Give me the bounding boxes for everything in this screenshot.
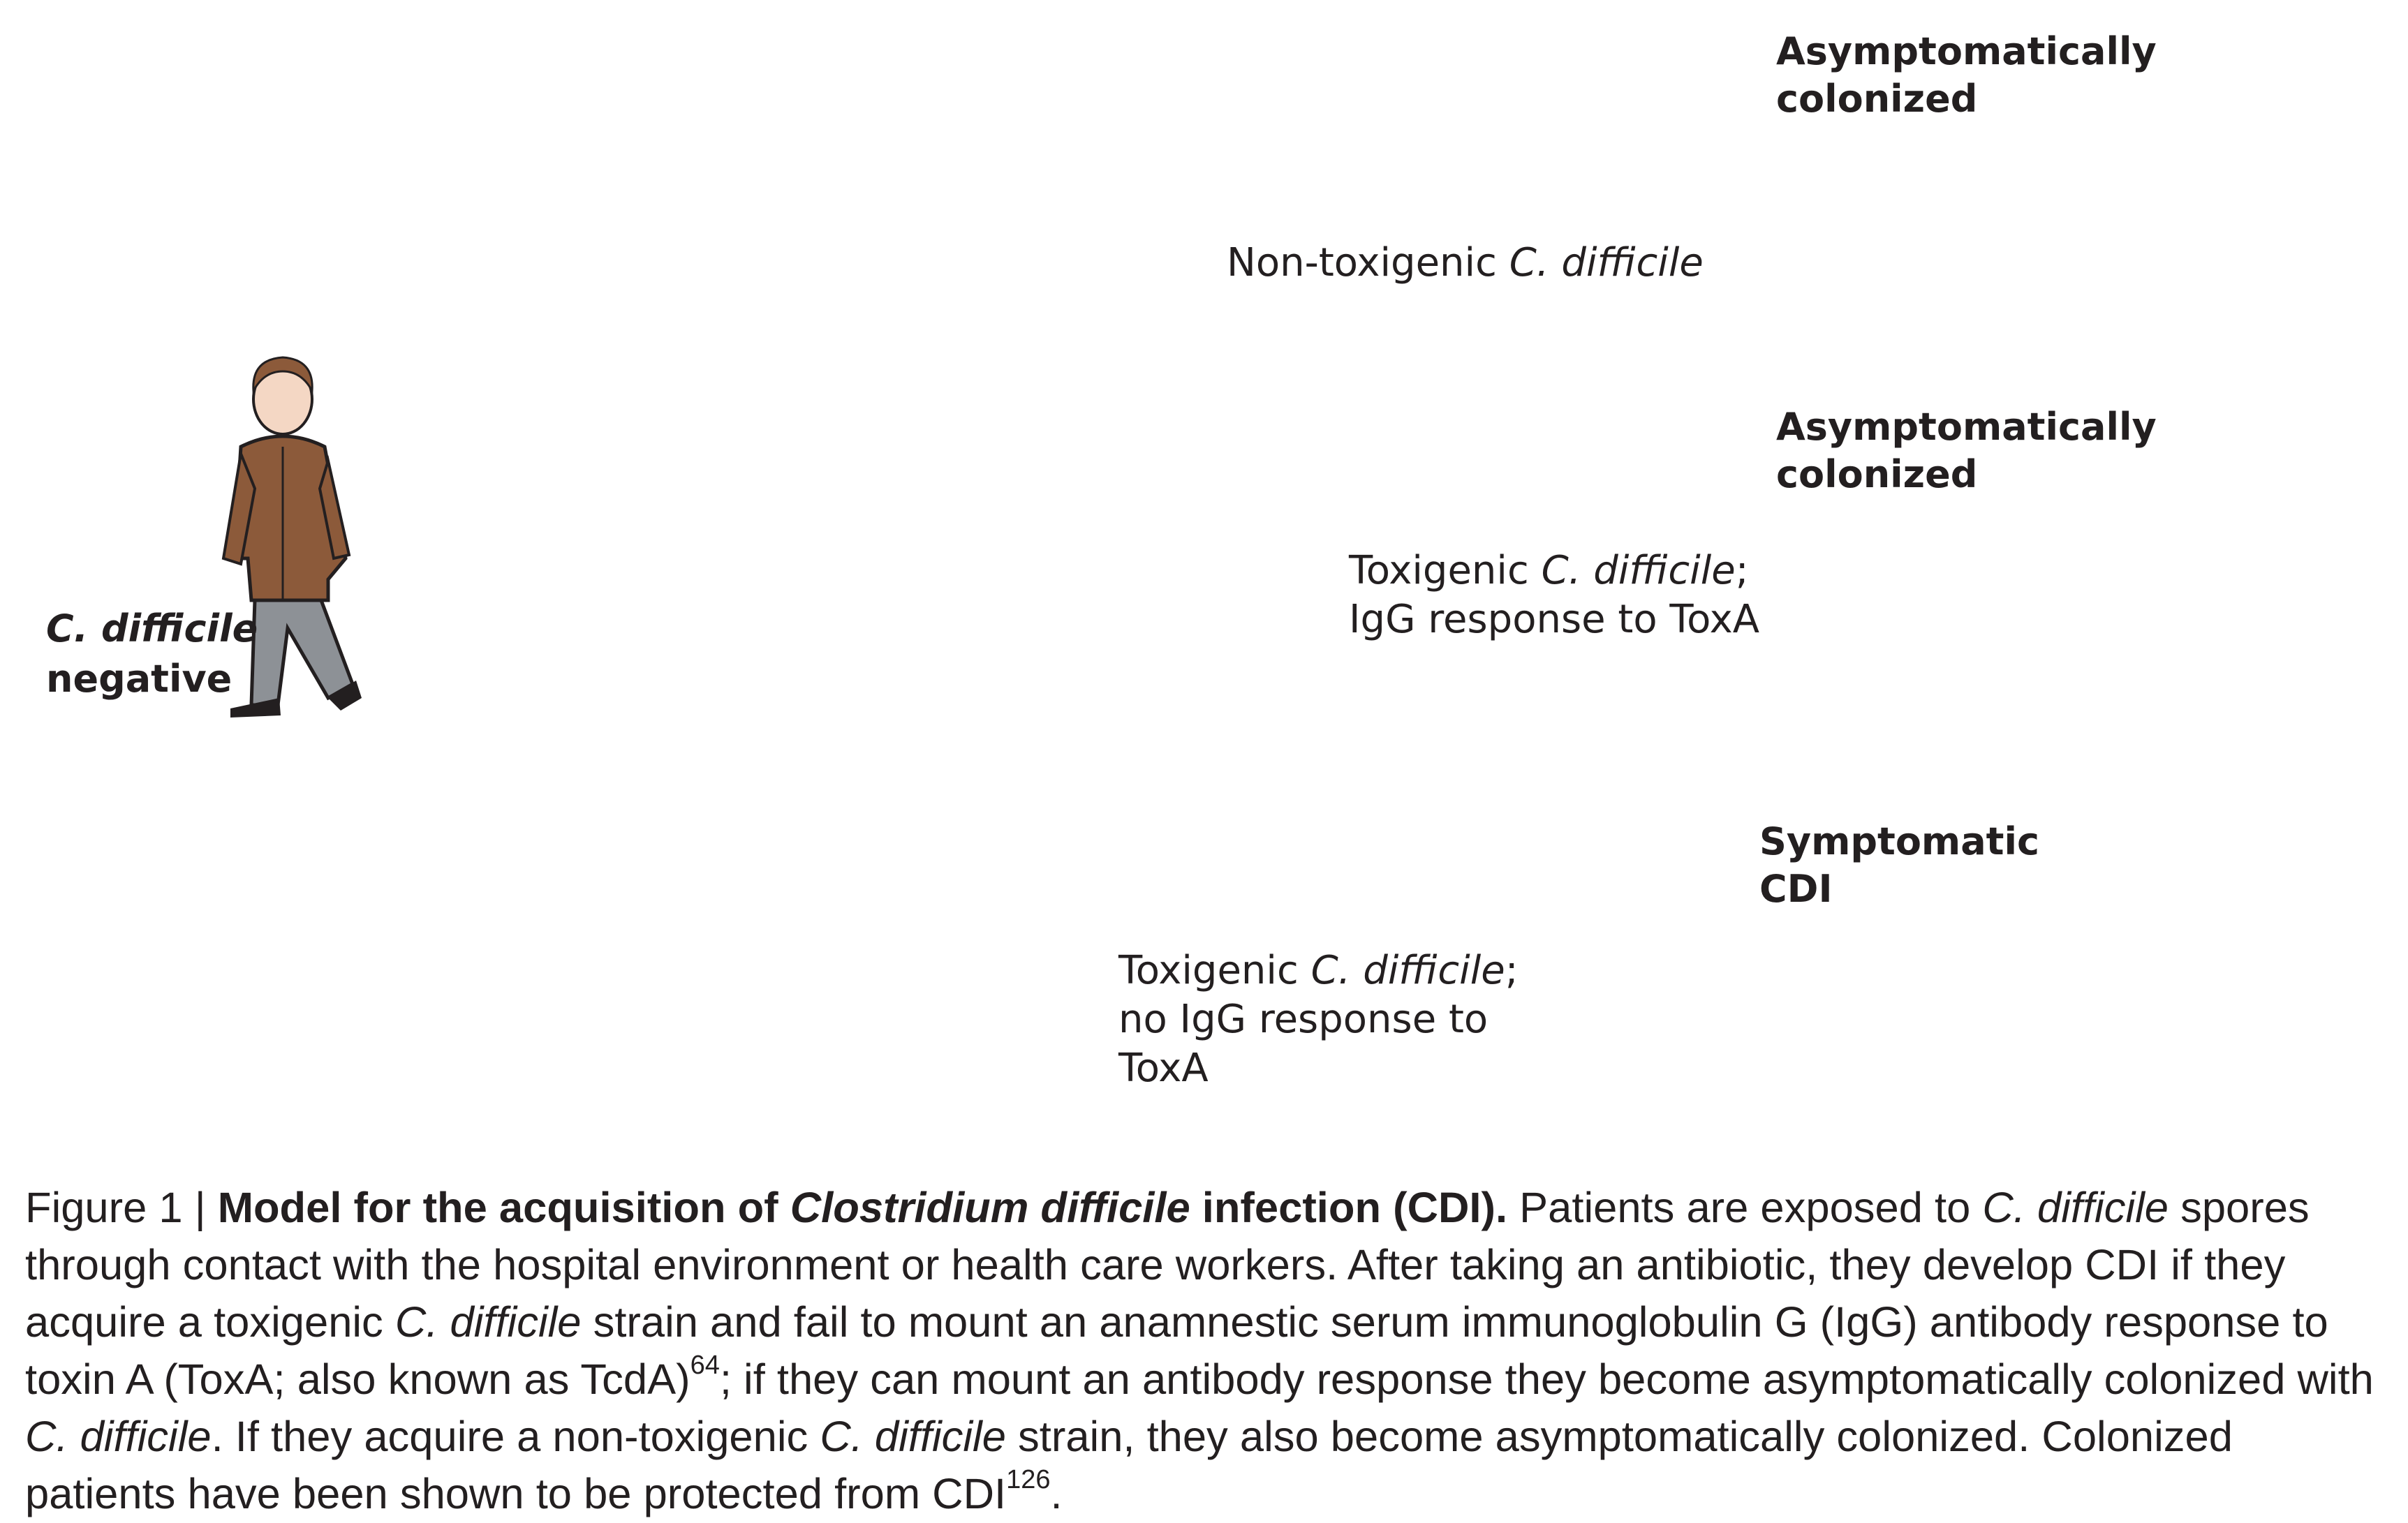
outcome-label-top: Asymptomatically colonized [1776, 28, 2157, 123]
walking-person-illustration [221, 356, 362, 718]
status-label-negative: C. difficile negative [46, 604, 258, 704]
arrow-label-3-text: Toxigenic [1118, 948, 1311, 993]
arrow-label-1-italic: C. difficile [1509, 240, 1704, 285]
arrow-label-3-line3: ToxA [1118, 1046, 1209, 1091]
caption-text-1: Patients are exposed to [1507, 1184, 1983, 1232]
arrow-label-2-line2: IgG response to ToxA [1349, 597, 1760, 642]
caption-text-2: spores through contact with the hospital… [25, 1184, 2310, 1346]
outcome-bottom-line-1: Symptomatic [1759, 819, 2039, 863]
arrow-label-toxigenic-no-igg: Toxigenic C. difficile; no IgG response … [1118, 946, 1519, 1093]
arrow-label-2-italic: C. difficile [1541, 548, 1736, 593]
diagram-svg [221, 356, 362, 718]
caption-title-post: infection (CDI). [1190, 1184, 1508, 1232]
caption-italic-3: C. difficile [25, 1413, 212, 1461]
figure-caption: Figure 1 | Model for the acquisition of … [25, 1180, 2385, 1523]
arrow-label-3-line2: no IgG response to [1118, 997, 1489, 1042]
caption-italic-4: C. difficile [820, 1413, 1006, 1461]
outcome-top-line-1: Asymptomatically [1776, 29, 2157, 73]
caption-title-italic: Clostridium difficile [790, 1184, 1190, 1232]
outcome-middle-line-1: Asymptomatically [1776, 405, 2157, 449]
caption-text-6: strain, they also become asymptomaticall… [25, 1413, 2233, 1518]
caption-italic-2: C. difficile [394, 1298, 582, 1346]
status-label-line-1: C. difficile [46, 607, 258, 651]
caption-text-3: strain and fail to mount an anamnestic s… [25, 1298, 2328, 1404]
outcome-label-bottom: Symptomatic CDI [1759, 818, 2039, 913]
outcome-top-line-2: colonized [1776, 77, 1978, 121]
status-label-line-2: negative [46, 657, 232, 701]
outcome-label-middle: Asymptomatically colonized [1776, 403, 2157, 498]
caption-end: . [1050, 1470, 1063, 1518]
arrow-label-3-post: ; [1505, 948, 1519, 993]
outcome-bottom-line-2: CDI [1759, 867, 1833, 911]
caption-ref-1: 64 [690, 1351, 720, 1380]
arrow-label-non-toxigenic: Non-toxigenic C. difficile [1227, 239, 1704, 288]
arrow-label-1-text: Non-toxigenic [1227, 240, 1509, 285]
outcome-middle-line-2: colonized [1776, 452, 1978, 496]
arrow-label-toxigenic-igg: Toxigenic C. difficile; IgG response to … [1349, 547, 1759, 644]
caption-ref-2: 126 [1006, 1465, 1051, 1494]
arrow-label-2-text: Toxigenic [1349, 548, 1542, 593]
caption-italic-1: C. difficile [1982, 1184, 2169, 1232]
caption-text-4: ; if they can mount an antibody response… [719, 1355, 2374, 1404]
arrow-label-2-post: ; [1735, 548, 1749, 593]
caption-figure-number: Figure 1 | [25, 1184, 218, 1232]
figure-illustration: C. difficile negative Asymptomatically c… [46, 28, 2157, 1093]
caption-text-5: . If they acquire a non-toxigenic [211, 1413, 820, 1461]
caption-title: Model for the acquisition of Clostridium… [218, 1184, 1507, 1232]
caption-title-pre: Model for the acquisition of [217, 1184, 790, 1232]
arrow-label-3-italic: C. difficile [1310, 948, 1505, 993]
